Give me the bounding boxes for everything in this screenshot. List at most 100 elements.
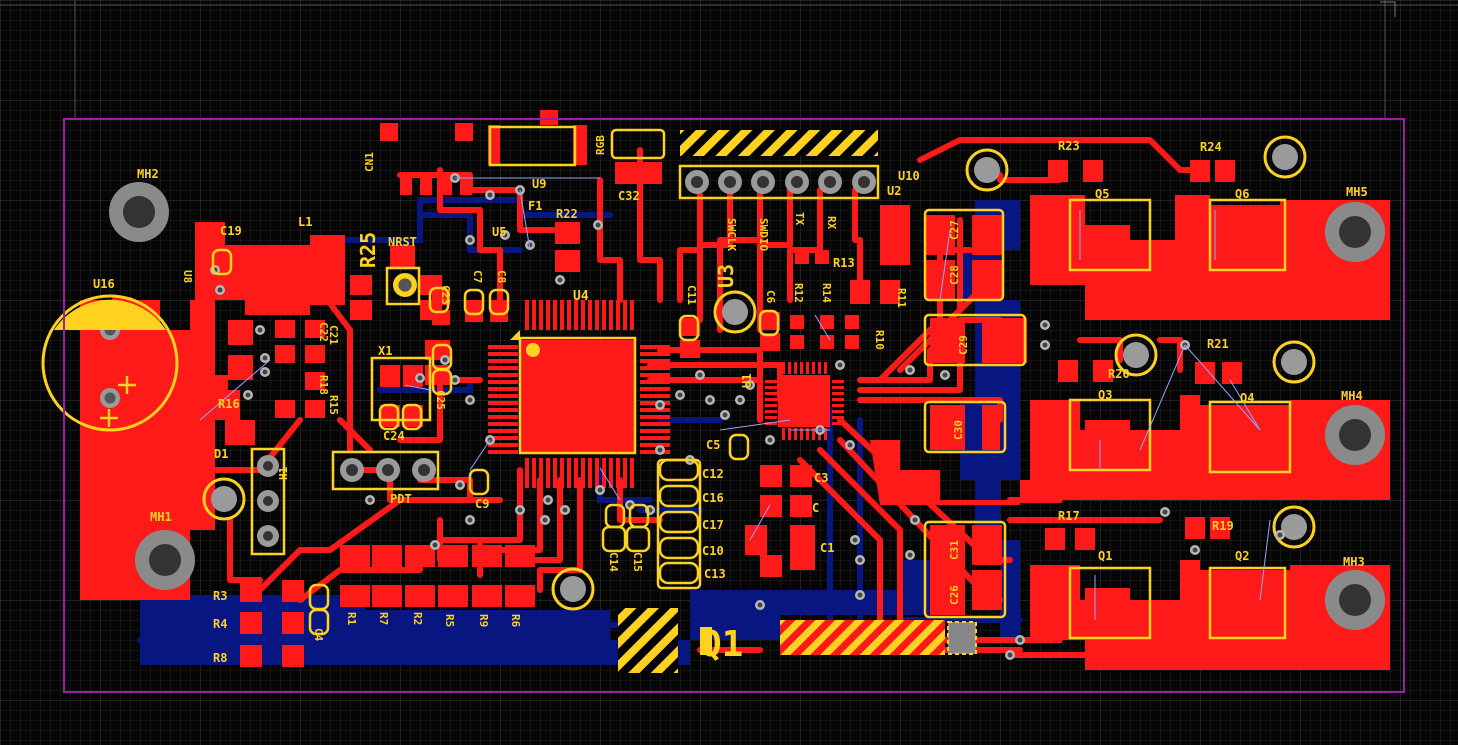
mcu-pin	[525, 458, 529, 488]
keepout-hatch	[618, 608, 678, 673]
smd-pad	[930, 405, 965, 450]
designator-r7: R7	[377, 612, 390, 625]
cap-outline	[923, 208, 1005, 302]
mcu-pin	[488, 394, 518, 398]
header-pin-drill	[382, 464, 394, 476]
via-drill	[907, 552, 913, 558]
mcu-pin	[532, 458, 536, 488]
smd-pad	[1195, 362, 1215, 384]
via-drill	[697, 372, 703, 378]
testpoint-pad	[1281, 349, 1307, 375]
smd-pad	[925, 215, 955, 255]
pads-layer[interactable]	[185, 110, 1278, 667]
cap-outline	[625, 525, 651, 553]
cap-outline	[923, 313, 1027, 367]
testpoint-ring	[551, 567, 595, 611]
smd-pad	[845, 335, 859, 349]
designator-r2: R2	[411, 612, 424, 625]
mcu-pin	[488, 401, 518, 405]
designator-q5: Q5	[1095, 187, 1109, 201]
smd-pad	[372, 585, 402, 607]
header-pin-drill	[824, 176, 836, 188]
vias-layer[interactable]	[100, 135, 1385, 660]
smd-pad	[275, 320, 295, 338]
qfn-pin	[812, 428, 815, 440]
mcu-pin	[488, 415, 518, 419]
mcu-pin	[588, 300, 592, 330]
designator-c1: C1	[820, 541, 834, 555]
designator-u5: U5	[492, 225, 506, 239]
top-trace	[717, 187, 763, 333]
smd-pad	[380, 365, 400, 387]
mcu-pin	[488, 352, 518, 356]
mcu-pin	[560, 300, 564, 330]
smd-pad	[760, 465, 782, 487]
smd-pad	[573, 125, 587, 165]
cap-outline	[658, 536, 700, 560]
smd-pad	[982, 405, 1000, 450]
top-trace	[1157, 337, 1183, 373]
smd-pad	[200, 375, 228, 393]
mcu-pin	[488, 366, 518, 370]
via-drill	[1192, 547, 1198, 553]
mounting-hole-drill	[123, 196, 155, 228]
designator-c5: C5	[706, 438, 720, 452]
designator-u4: U4	[573, 289, 589, 304]
smd-pad	[472, 545, 502, 567]
smd-pad	[760, 333, 780, 351]
pin1-marker	[526, 343, 540, 357]
cap-outline	[678, 314, 700, 342]
designator-c14: C14	[607, 552, 620, 572]
designator-h1: H1	[277, 466, 290, 480]
smd-pad	[275, 345, 295, 363]
mcu-pin	[595, 458, 599, 488]
testpoint-ring	[965, 148, 1009, 192]
designator-c17: C17	[702, 518, 724, 532]
smd-pad	[282, 580, 304, 602]
mcu-pin	[640, 359, 670, 363]
bottom-trace	[327, 197, 613, 243]
mounting-hole-drill	[1339, 584, 1371, 616]
rgb-outline	[610, 128, 666, 160]
mcu-pin	[595, 300, 599, 330]
top-trace	[852, 187, 863, 303]
via-drill	[262, 369, 268, 375]
mcu-pin	[574, 458, 578, 488]
mcu-pin	[640, 429, 670, 433]
designator-c2: C	[812, 501, 819, 515]
button-outline	[385, 266, 421, 306]
qfn-pin	[765, 422, 777, 425]
via-drill	[545, 497, 551, 503]
designator-r21: R21	[1207, 337, 1229, 351]
via-drill	[467, 397, 473, 403]
designator-r23: R23	[1058, 139, 1080, 153]
smd-pad	[850, 280, 870, 304]
qfn-pin	[800, 428, 803, 440]
via-drill	[677, 392, 683, 398]
top-trace	[647, 377, 763, 423]
qfn-body	[778, 375, 830, 427]
via-drill	[1042, 342, 1048, 348]
via-drill	[747, 382, 753, 388]
testpoint-ring	[713, 290, 757, 334]
header-pin-drill	[346, 464, 358, 476]
via-drill	[502, 232, 508, 238]
ratsnest-line	[519, 189, 531, 251]
designator-r3: R3	[213, 589, 227, 603]
smd-pad	[390, 245, 415, 267]
smd-pad	[540, 110, 558, 125]
via-drill	[1017, 637, 1023, 643]
designator-tx: TX	[793, 212, 806, 226]
header-pin-drill	[724, 176, 736, 188]
cap-outline	[923, 400, 1007, 454]
top-trace	[757, 187, 793, 333]
mcu-pin	[488, 345, 518, 349]
via-drill	[417, 375, 423, 381]
smd-pad	[275, 400, 295, 418]
bottom-pour	[1000, 540, 1020, 640]
designator-r11: R11	[895, 288, 908, 308]
smd-pad	[185, 420, 215, 445]
via-drill	[527, 242, 533, 248]
